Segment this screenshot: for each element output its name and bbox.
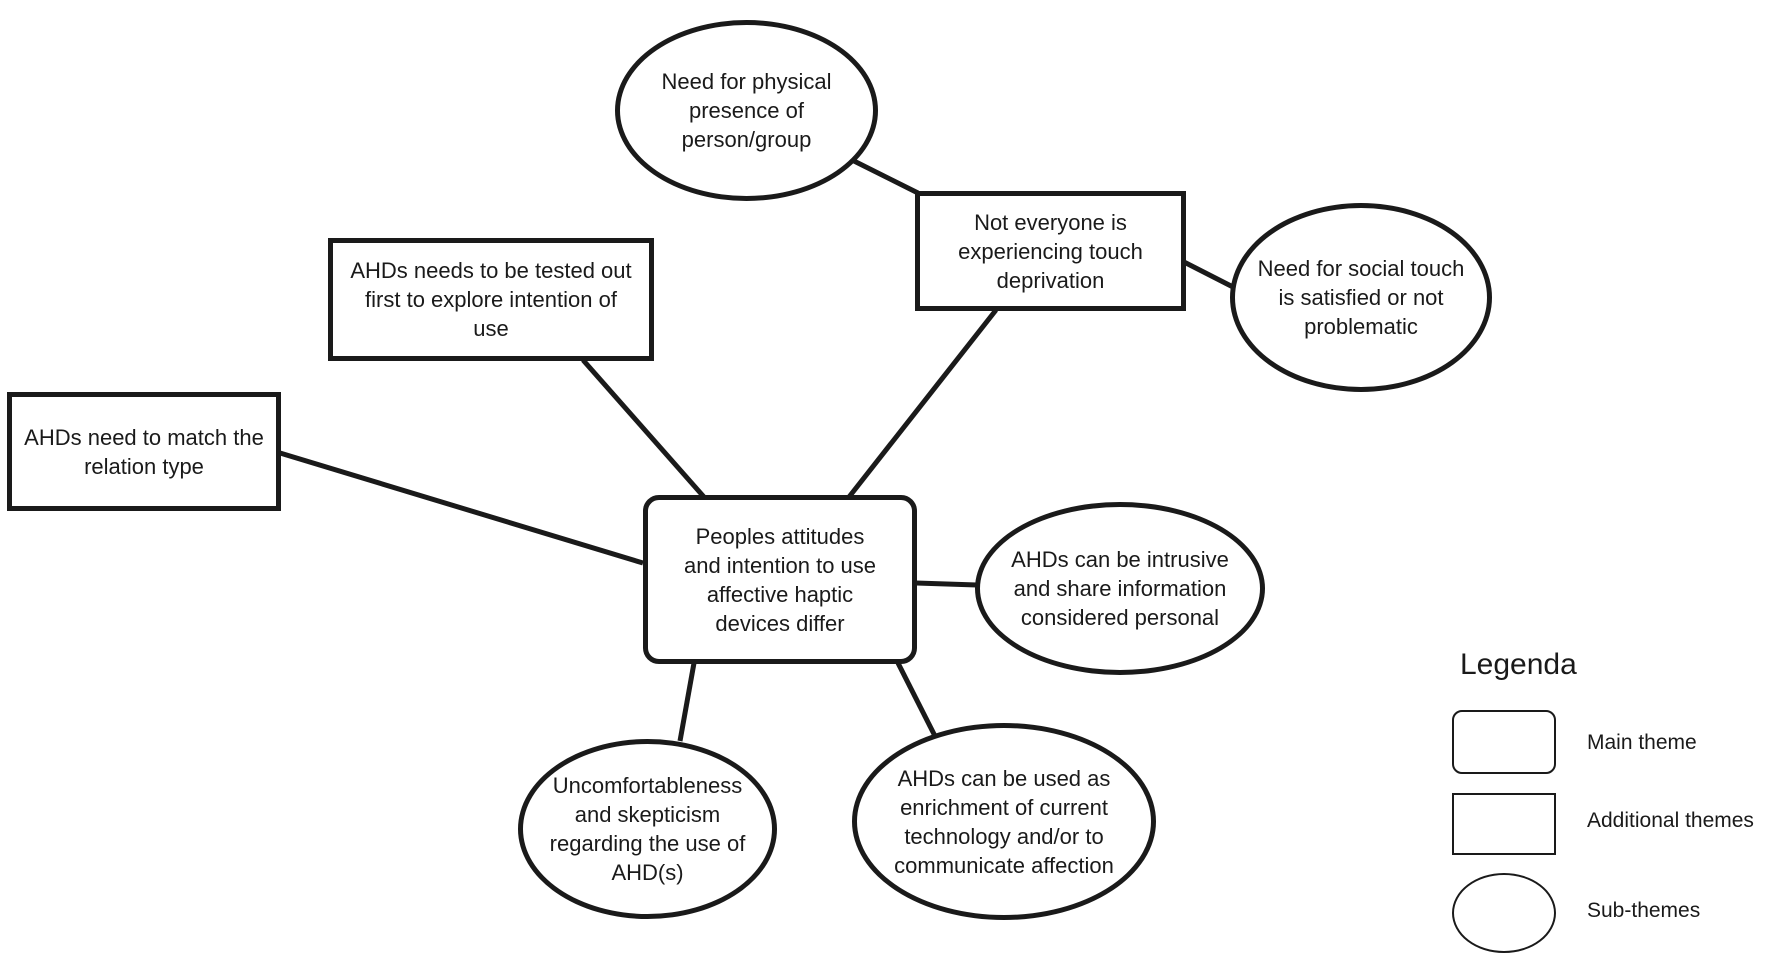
main-theme-node: Peoples attitudes and intention to use a…	[643, 495, 917, 664]
enrichment-node: AHDs can be used as enrichment of curren…	[852, 723, 1156, 920]
edge-main-enrichment	[895, 661, 941, 744]
legend-sub-themes-swatch	[1452, 873, 1556, 953]
main-theme-text: Peoples attitudes and intention to use a…	[683, 523, 877, 636]
tested-out-text: AHDs needs to be tested out first to exp…	[350, 258, 632, 341]
tested-out-node: AHDs needs to be tested out first to exp…	[328, 238, 654, 361]
relation-type-node: AHDs need to match the relation type	[7, 392, 281, 511]
touch-deprivation-node: Not everyone is experiencing touch depri…	[915, 191, 1186, 311]
legend-additional-themes-swatch	[1452, 793, 1556, 855]
legend-additional-themes-label: Additional themes	[1587, 809, 1754, 832]
edge-match-main	[279, 450, 644, 566]
edge-not-everyone-main	[847, 308, 998, 499]
intrusive-text: AHDs can be intrusive and share informat…	[1011, 547, 1229, 630]
touch-deprivation-text: Not everyone is experiencing touch depri…	[958, 209, 1143, 293]
enrichment-text: AHDs can be used as enrichment of curren…	[894, 765, 1114, 878]
edge-not-everyone-social-touch	[1182, 259, 1235, 290]
legend-main-theme-swatch	[1452, 710, 1556, 774]
physical-presence-text: Need for physical presence of person/gro…	[661, 69, 832, 152]
edge-physical-not-everyone	[850, 157, 920, 196]
legend-sub-themes-label: Sub-themes	[1587, 899, 1701, 922]
intrusive-node: AHDs can be intrusive and share informat…	[975, 502, 1265, 675]
legend-title: Legenda	[1460, 648, 1577, 681]
social-touch-text: Need for social touch is satisfied or no…	[1257, 256, 1465, 339]
edge-main-uncomfort	[677, 662, 697, 742]
edge-tested-main	[581, 358, 706, 499]
social-touch-node: Need for social touch is satisfied or no…	[1230, 203, 1492, 392]
relation-type-text: AHDs need to match the relation type	[24, 424, 264, 479]
skepticism-text: Uncomfortableness and skepticism regardi…	[549, 773, 746, 885]
legend-main-theme-label: Main theme	[1587, 731, 1697, 754]
physical-presence-node: Need for physical presence of person/gro…	[615, 20, 878, 201]
edge-main-intrusive	[915, 580, 978, 588]
skepticism-node: Uncomfortableness and skepticism regardi…	[518, 739, 777, 919]
